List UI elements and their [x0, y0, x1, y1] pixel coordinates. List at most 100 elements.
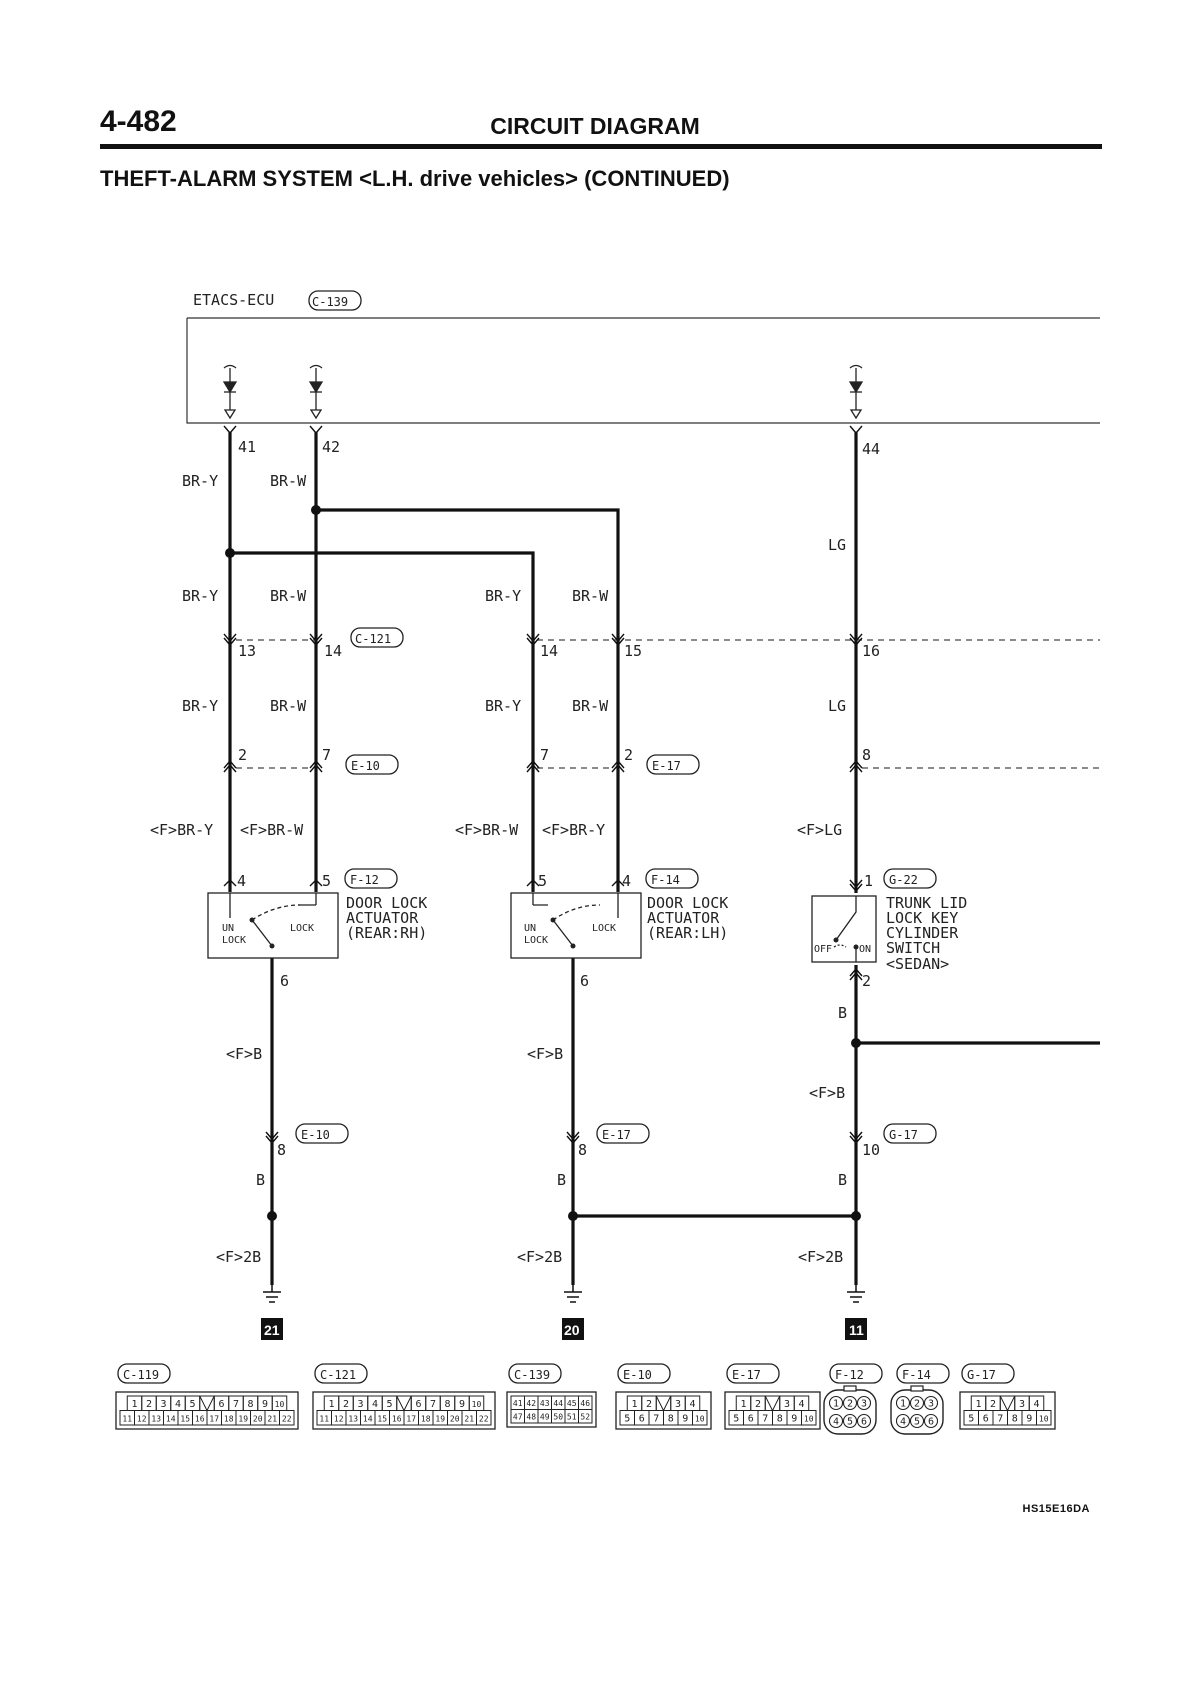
pin-c121-14: 14: [324, 642, 342, 660]
svg-text:LOCK KEY: LOCK KEY: [886, 909, 958, 927]
wire-label: B: [838, 1171, 847, 1189]
svg-text:G-17: G-17: [889, 1128, 918, 1142]
pin-f14-5: 5: [538, 872, 547, 890]
connector-tag-e17-lower: E-17: [596, 1123, 650, 1144]
connector-pin: 9: [791, 1414, 797, 1425]
connector-pin: 11: [319, 1415, 329, 1424]
wire-label: B: [256, 1171, 265, 1189]
pin-c121-15: 15: [624, 642, 642, 660]
connector-tag-f14: F-14: [645, 868, 699, 889]
connector-pin: 9: [459, 1399, 465, 1410]
svg-text:LOCK: LOCK: [222, 935, 246, 946]
wire-label: B: [838, 1004, 847, 1022]
pin-c121-13: 13: [238, 642, 256, 660]
pin-g22-1: 1: [864, 872, 873, 890]
connector-pin: 3: [160, 1399, 166, 1410]
connector-pin: 51: [567, 1413, 577, 1422]
ground-number: 20: [564, 1322, 580, 1338]
connector-pin: 22: [282, 1415, 292, 1424]
svg-text:LOCK: LOCK: [290, 923, 314, 934]
wire-label: <F>2B: [517, 1248, 562, 1266]
svg-text:(REAR:RH): (REAR:RH): [346, 924, 427, 942]
pin-42: 42: [322, 438, 340, 456]
connector-tag-f12: F-12: [344, 868, 398, 889]
wire-label: <F>B: [226, 1045, 262, 1063]
svg-text:(REAR:LH): (REAR:LH): [647, 924, 728, 942]
connector-view-tag: [961, 1363, 1015, 1384]
connector-pin: 1: [833, 1399, 839, 1410]
pin-e17-7: 7: [540, 746, 549, 764]
junctions: [225, 505, 861, 1221]
ground-icon: [564, 1285, 582, 1303]
pin-g17-10: 10: [862, 1141, 880, 1159]
pin-f14-4: 4: [622, 872, 631, 890]
connector-view-tag: [117, 1363, 171, 1384]
ground-icon: [847, 1285, 865, 1303]
junction-dot: [311, 505, 321, 515]
connector-pin: 17: [406, 1415, 416, 1424]
connector-pin: 5: [733, 1414, 739, 1425]
actuator-lh-label: DOOR LOCK: [647, 894, 728, 912]
wire-label: <F>B: [809, 1084, 845, 1102]
connector-tag-e10-lower: E-10: [295, 1123, 349, 1144]
pin-f12-5: 5: [322, 872, 331, 890]
svg-text:F-12: F-12: [350, 873, 379, 887]
connector-pin: 1: [328, 1399, 334, 1410]
connector-pin: 14: [363, 1415, 373, 1424]
pin-numbers: 41 42 44 13 14 14 15 16 2 7 7 2 8 4 5 5 …: [237, 438, 880, 1159]
connector-pin: 1: [975, 1399, 981, 1410]
connector-pin: 6: [415, 1399, 421, 1410]
svg-text:OFF: OFF: [814, 944, 832, 955]
transistor-icon: [848, 364, 864, 420]
wire-label: BR-Y: [182, 587, 218, 605]
connector-pin: 18: [224, 1415, 234, 1424]
connector-pin: 2: [343, 1399, 349, 1410]
ground-icon: [263, 1285, 281, 1303]
connector-pin: 7: [233, 1399, 239, 1410]
connector-pin: 13: [348, 1415, 358, 1424]
pin-marks: [223, 425, 863, 1145]
connector-tag-g22: G-22: [883, 868, 937, 889]
door-lock-actuator-lh: UN LOCK LOCK DOOR LOCK ACTUATOR (REAR:LH…: [510, 892, 728, 959]
connector-pin: 7: [430, 1399, 436, 1410]
connector-pin: 8: [777, 1414, 783, 1425]
svg-text:SWITCH: SWITCH: [886, 939, 940, 957]
connector-pin: 5: [189, 1399, 195, 1410]
connector-pin: 9: [1026, 1414, 1032, 1425]
svg-text:ACTUATOR: ACTUATOR: [647, 909, 720, 927]
svg-text:<SEDAN>: <SEDAN>: [886, 955, 949, 973]
wire-label: <F>BR-Y: [542, 821, 605, 839]
connector-tag-g17: G-17: [883, 1123, 937, 1144]
connector-view-id: E-17: [732, 1368, 761, 1382]
connector-pin: 18: [421, 1415, 431, 1424]
ecu-block: ETACS-ECU C-139: [186, 290, 1100, 424]
pin-f12-4: 4: [237, 872, 246, 890]
connector-boundaries: [236, 639, 1100, 769]
connector-pin: 10: [275, 1400, 285, 1409]
connector-pin: 20: [253, 1415, 263, 1424]
connector-pin: 3: [357, 1399, 363, 1410]
pin-41: 41: [238, 438, 256, 456]
connector-view-tag: [726, 1363, 780, 1384]
trunk-lid-switch: OFF ON TRUNK LID LOCK KEY CYLINDER SWITC…: [811, 894, 967, 973]
connector-view-id: C-119: [123, 1368, 159, 1382]
connector-pin: 19: [435, 1415, 445, 1424]
connector-pin: 2: [755, 1399, 761, 1410]
reference-code: HS15E16DA: [1022, 1503, 1090, 1515]
connector-tag-e17: E-17: [646, 754, 700, 775]
wire-label: <F>2B: [216, 1248, 261, 1266]
section-title: CIRCUIT DIAGRAM: [490, 113, 700, 139]
connector-view-tag: [617, 1363, 671, 1384]
svg-text:LOCK: LOCK: [592, 923, 616, 934]
connector-pin: 41: [513, 1399, 523, 1408]
diagram-subtitle: THEFT-ALARM SYSTEM <L.H. drive vehicles>…: [100, 166, 730, 191]
svg-text:C-121: C-121: [355, 632, 391, 646]
wire-label: BR-Y: [485, 697, 521, 715]
connector-pin: 50: [553, 1413, 563, 1422]
connector-pin: 8: [1012, 1414, 1018, 1425]
connector-pin: 4: [1033, 1399, 1039, 1410]
connector-view-tag: [508, 1363, 562, 1384]
